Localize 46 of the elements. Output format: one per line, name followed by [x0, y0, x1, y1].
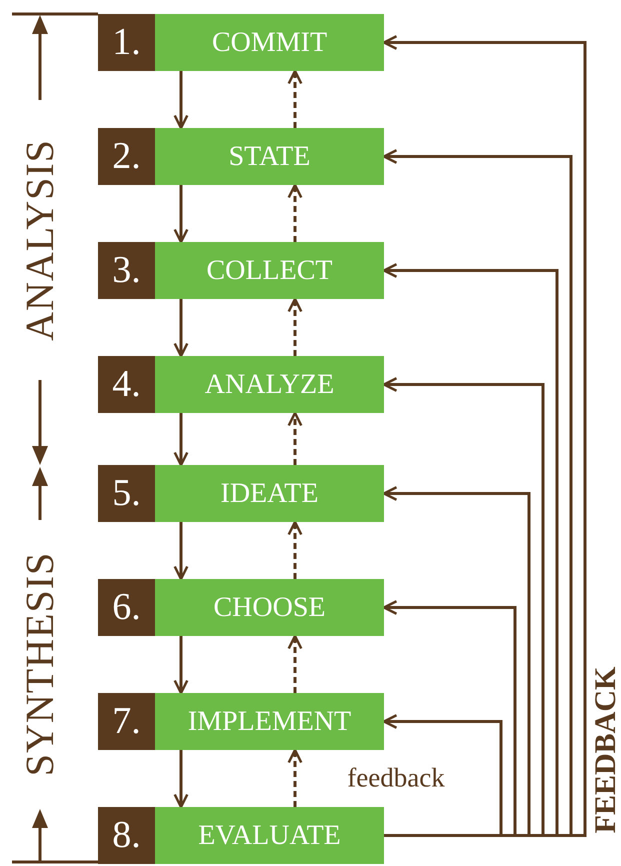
step-number: 5. — [98, 465, 155, 522]
text-label: feedback — [347, 764, 445, 792]
dashed-arrow — [288, 634, 302, 693]
step-name: COLLECT — [155, 242, 384, 299]
step-name: COMMIT — [155, 14, 384, 71]
dashed-arrow — [288, 70, 302, 128]
step-box — [98, 14, 384, 71]
step-name: IDEATE — [155, 465, 384, 522]
step-box — [98, 128, 384, 185]
arrow — [174, 413, 188, 466]
arrow — [174, 71, 188, 130]
dashed-arrow — [288, 298, 302, 356]
arrow — [382, 263, 558, 837]
arrow — [382, 600, 516, 837]
step-number: 3. — [98, 242, 155, 299]
step-name: STATE — [155, 128, 384, 185]
step-box — [98, 465, 384, 522]
step-number: 2. — [98, 128, 155, 185]
dashed-arrow — [288, 748, 302, 807]
arrow — [174, 185, 188, 244]
step-name: IMPLEMENT — [155, 693, 384, 750]
step-name: CHOOSE — [155, 579, 384, 636]
step-number: 6. — [98, 579, 155, 636]
step-name: ANALYZE — [155, 356, 384, 413]
step-box — [98, 579, 384, 636]
step-box — [98, 807, 384, 864]
step-number: 8. — [98, 807, 155, 864]
step-name: EVALUATE — [155, 807, 384, 864]
arrow — [382, 377, 544, 837]
arrow — [174, 636, 188, 694]
dashed-arrow — [288, 184, 302, 242]
arrow — [174, 299, 188, 358]
step-number: 4. — [98, 356, 155, 413]
dashed-arrow — [288, 412, 302, 465]
step-box — [98, 693, 384, 750]
step-number: 7. — [98, 693, 155, 750]
arrow — [174, 750, 188, 808]
arrow — [382, 486, 530, 837]
step-number: 1. — [98, 14, 155, 71]
arrow — [382, 35, 586, 837]
step-box — [98, 356, 384, 413]
arrow — [382, 714, 502, 837]
arrow — [382, 149, 572, 837]
dashed-arrow — [288, 520, 302, 579]
step-box — [98, 242, 384, 299]
arrow — [174, 522, 188, 580]
